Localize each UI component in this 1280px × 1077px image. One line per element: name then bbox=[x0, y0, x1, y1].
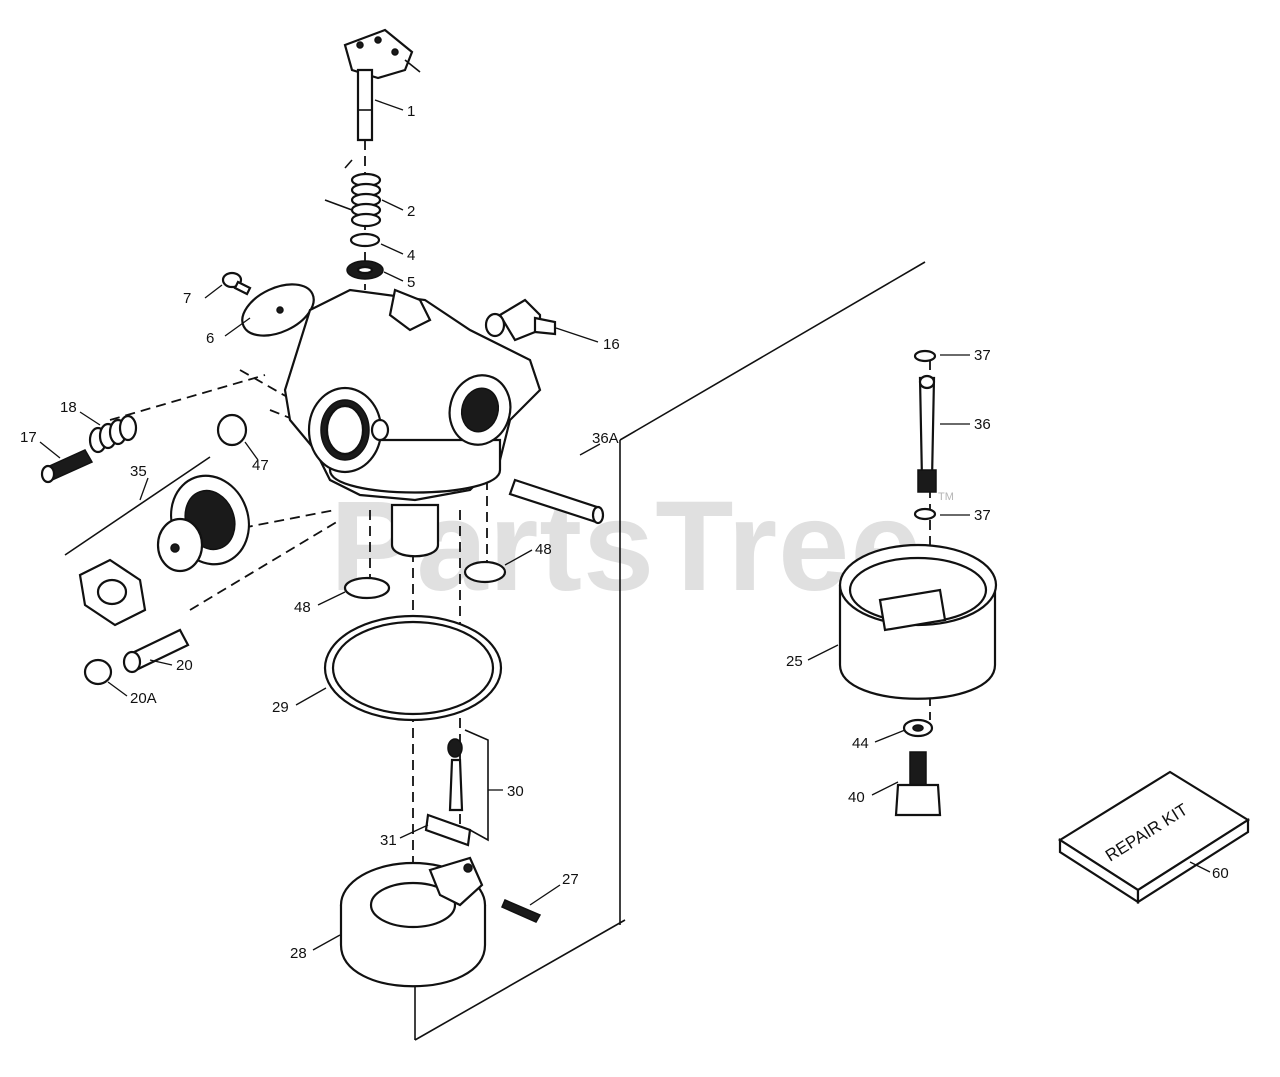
callout-20a: 20A bbox=[130, 690, 157, 707]
callout-20: 20 bbox=[176, 657, 193, 674]
part-44-washer bbox=[902, 718, 934, 738]
callout-60: 60 bbox=[1212, 865, 1229, 882]
part-6-plate bbox=[241, 283, 315, 337]
perspective-frame bbox=[414, 261, 926, 1041]
callout-28: 28 bbox=[290, 945, 307, 962]
part-36-main-nozzle bbox=[917, 374, 937, 493]
part-25-float-bowl bbox=[838, 543, 998, 700]
callout-17: 17 bbox=[20, 429, 37, 446]
part-17-adjust-screw bbox=[40, 449, 94, 484]
part-48-seal-right bbox=[463, 560, 507, 584]
callout-36a: 36A bbox=[592, 430, 619, 447]
part-4-washer bbox=[349, 232, 381, 248]
part-35-primer-assembly bbox=[64, 456, 250, 627]
part-28-float bbox=[339, 856, 487, 988]
callout-35-left: 35 bbox=[130, 463, 147, 480]
callout-16: 16 bbox=[603, 336, 620, 353]
callout-31: 31 bbox=[380, 832, 397, 849]
callout-29: 29 bbox=[272, 699, 289, 716]
callout-37-top: 37 bbox=[974, 347, 991, 364]
part-36a-tube bbox=[508, 478, 605, 525]
part-37-washer-top bbox=[913, 349, 937, 363]
part-47-o-ring bbox=[216, 413, 248, 447]
callout-48-left: 48 bbox=[294, 599, 311, 616]
callout-48-right: 48 bbox=[535, 541, 552, 558]
carburetor-body bbox=[283, 288, 542, 558]
part-60-repair-kit-box: REPAIR KIT bbox=[1057, 770, 1251, 905]
callout-37-bottom: 37 bbox=[974, 507, 991, 524]
part-29-gasket-ring bbox=[323, 614, 503, 722]
callout-labels: 1 2 4 5 7 6 16 17 18 35 20 20A 47 48 48 … bbox=[20, 103, 1229, 962]
part-30-needle-assembly bbox=[447, 729, 489, 842]
callout-leaders bbox=[39, 99, 1211, 951]
callout-44: 44 bbox=[852, 735, 869, 752]
part-40-bowl-nut bbox=[894, 751, 942, 817]
part-1-throttle-shaft bbox=[343, 28, 421, 142]
callout-18: 18 bbox=[60, 399, 77, 416]
callout-47: 47 bbox=[252, 457, 269, 474]
callout-2: 2 bbox=[407, 203, 415, 220]
callout-6: 6 bbox=[206, 330, 214, 347]
part-20-pin bbox=[122, 628, 190, 674]
part-7-screw bbox=[221, 271, 252, 296]
part-2-spring bbox=[324, 159, 382, 228]
callout-36: 36 bbox=[974, 416, 991, 433]
part-20a-cap bbox=[83, 658, 113, 686]
part-5-seal bbox=[346, 260, 384, 280]
callout-27: 27 bbox=[562, 871, 579, 888]
part-27-pin bbox=[501, 899, 542, 923]
callout-1: 1 bbox=[407, 103, 415, 120]
part-48-seal-left bbox=[343, 576, 391, 600]
part-37-washer-bottom bbox=[913, 507, 937, 521]
part-31-hinge-clip bbox=[424, 813, 472, 847]
callout-30: 30 bbox=[507, 783, 524, 800]
watermark-tm: TM bbox=[938, 491, 954, 503]
callout-40: 40 bbox=[848, 789, 865, 806]
callout-7: 7 bbox=[183, 290, 191, 307]
callout-5: 5 bbox=[407, 274, 415, 291]
callout-25: 25 bbox=[786, 653, 803, 670]
part-16-elbow-fitting bbox=[484, 298, 557, 342]
callout-4: 4 bbox=[407, 247, 415, 264]
part-18-spring bbox=[88, 414, 138, 454]
